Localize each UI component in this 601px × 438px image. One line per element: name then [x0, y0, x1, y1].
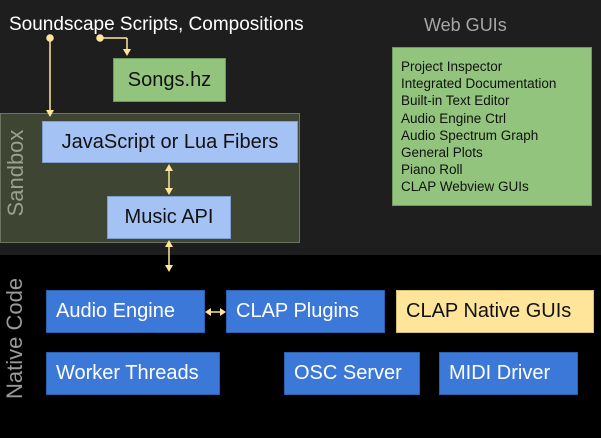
scripts-title: Soundscape Scripts, Compositions	[9, 14, 304, 35]
arrow-head	[46, 110, 54, 117]
midi-driver-box: MIDI Driver	[439, 352, 578, 395]
web-gui-item: Project Inspector	[401, 59, 503, 74]
web-gui-item: Audio Spectrum Graph	[401, 127, 539, 143]
native-code-region	[0, 255, 601, 438]
arrow-head	[205, 308, 211, 316]
fibers-box: JavaScript or Lua Fibers	[42, 121, 298, 163]
worker-threads-box: Worker Threads	[46, 352, 220, 395]
arrow-head	[165, 188, 173, 195]
clap-plugins-box: CLAP Plugins	[226, 290, 385, 333]
web-gui-item: CLAP Webview GUIs	[401, 179, 529, 195]
music-api-box: Music API	[107, 196, 231, 239]
arrow-head	[165, 240, 173, 247]
web-gui-item: Audio Engine Ctrl	[401, 110, 507, 126]
arrow-head	[220, 308, 226, 316]
web-gui-list: Project Inspector Integrated Documentati…	[392, 47, 592, 206]
osc-server-box: OSC Server	[284, 352, 420, 395]
arrow-head	[165, 265, 173, 272]
audio-engine-box: Audio Engine	[46, 290, 205, 333]
web-guis-title: Web GUIs	[424, 15, 507, 35]
web-gui-item: Integrated Documentation	[401, 76, 557, 92]
web-gui-item: Built-in Text Editor	[401, 93, 510, 109]
songs-box: Songs.hz	[113, 58, 226, 102]
web-gui-item: Piano Roll	[401, 162, 463, 178]
arrow-head	[165, 164, 173, 171]
web-gui-item: General Plots	[401, 145, 483, 161]
arrow-head	[123, 49, 131, 56]
clap-native-guis-box: CLAP Native GUIs	[396, 290, 594, 333]
